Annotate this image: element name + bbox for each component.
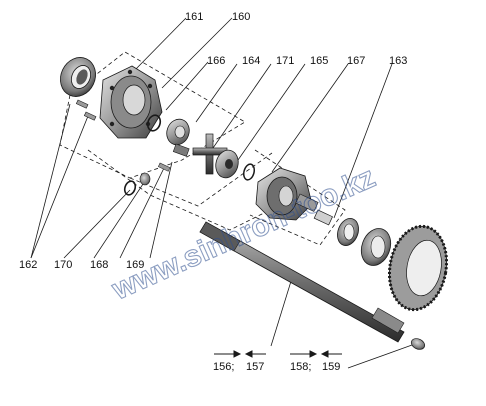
callout-161: 161	[185, 11, 203, 23]
callout-159: 159	[322, 361, 340, 373]
callout-156: 156;	[213, 361, 234, 373]
callout-171: 171	[276, 55, 294, 67]
part-housing-flange-160	[99, 65, 163, 139]
part-bearing-right	[360, 228, 392, 266]
part-end-cap	[410, 338, 426, 350]
part-circlip-170	[123, 180, 137, 196]
part-pinion-gear-165	[215, 149, 239, 179]
part-side-gear-164	[166, 118, 190, 157]
callout-170: 170	[54, 259, 72, 271]
part-cross-shaft-171	[192, 133, 228, 175]
part-pin-169	[157, 162, 171, 172]
callout-157: 157	[246, 361, 264, 373]
callout-167: 167	[347, 55, 365, 67]
callout-164: 164	[242, 55, 260, 67]
part-washer-165a	[242, 163, 256, 181]
callout-158: 158;	[290, 361, 311, 373]
arrow-markers	[214, 350, 342, 358]
assembly-outline-dashed	[59, 51, 346, 246]
part-washer-166	[146, 114, 162, 132]
part-bearing-161	[60, 57, 96, 97]
part-diff-case-167	[255, 167, 319, 221]
leader-lines	[30, 17, 413, 369]
callout-162: 162	[19, 259, 37, 271]
part-washer-168	[139, 172, 151, 186]
callout-169: 169	[126, 259, 144, 271]
part-bolts-162	[75, 99, 97, 121]
callout-166: 166	[207, 55, 225, 67]
part-spacer-163	[313, 209, 333, 226]
callout-163: 163	[389, 55, 407, 67]
callout-160: 160	[232, 11, 250, 23]
part-ring-gear	[387, 224, 449, 312]
callout-labels: 161 160 166 164 171 165 167 163 162 170 …	[19, 11, 407, 373]
callout-168: 168	[90, 259, 108, 271]
part-seal-ring	[337, 218, 359, 246]
part-axle-shaft	[199, 221, 405, 343]
callout-165: 165	[310, 55, 328, 67]
